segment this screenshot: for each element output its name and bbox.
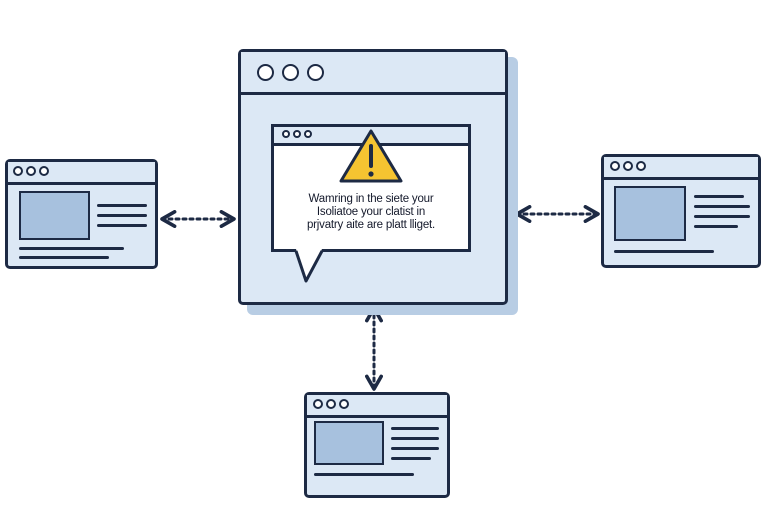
image-placeholder [19,191,90,240]
left-browser-window [5,159,158,269]
window-dot-icon [26,166,36,176]
text-line [391,437,439,440]
warning-icon [339,129,403,183]
text-line [694,195,744,198]
text-line [614,250,714,253]
text-line [391,457,431,460]
dialog-dot-icon [304,130,312,138]
text-line [97,204,147,207]
window-dot-icon [307,64,324,81]
speech-bubble-tail [296,249,322,281]
bottom-window-titlebar [307,395,447,418]
central-window-titlebar [241,52,505,95]
window-dot-icon [39,166,49,176]
text-line [694,205,750,208]
window-dot-icon [13,166,23,176]
window-dot-icon [610,161,620,171]
window-dot-icon [636,161,646,171]
image-placeholder [614,186,686,241]
left-window-titlebar [8,162,155,185]
image-placeholder [314,421,384,465]
text-line [19,256,109,259]
window-dot-icon [326,399,336,409]
text-line [97,214,147,217]
text-line [391,447,439,450]
text-line [314,473,414,476]
warning-line-3: prjvatry aite are platt lliget. [306,219,436,231]
text-line [694,225,738,228]
window-dot-icon [257,64,274,81]
dialog-dot-icon [293,130,301,138]
bottom-browser-window [304,392,450,498]
window-dot-icon [282,64,299,81]
window-dot-icon [623,161,633,171]
warning-line-1: Wamring in the siete your [308,193,434,205]
speech-bubble-tail-outline [294,250,324,283]
window-dot-icon [313,399,323,409]
warning-message: Wamring in the siete your Isoliatoe your… [283,193,459,232]
text-line [19,247,124,250]
text-line [391,427,439,430]
window-dot-icon [339,399,349,409]
dialog-dot-icon [282,130,290,138]
right-window-titlebar [604,157,758,180]
warning-line-2: Isoliatoe your clatist in [316,206,426,218]
text-line [694,215,750,218]
right-browser-window [601,154,761,268]
text-line [97,224,147,227]
